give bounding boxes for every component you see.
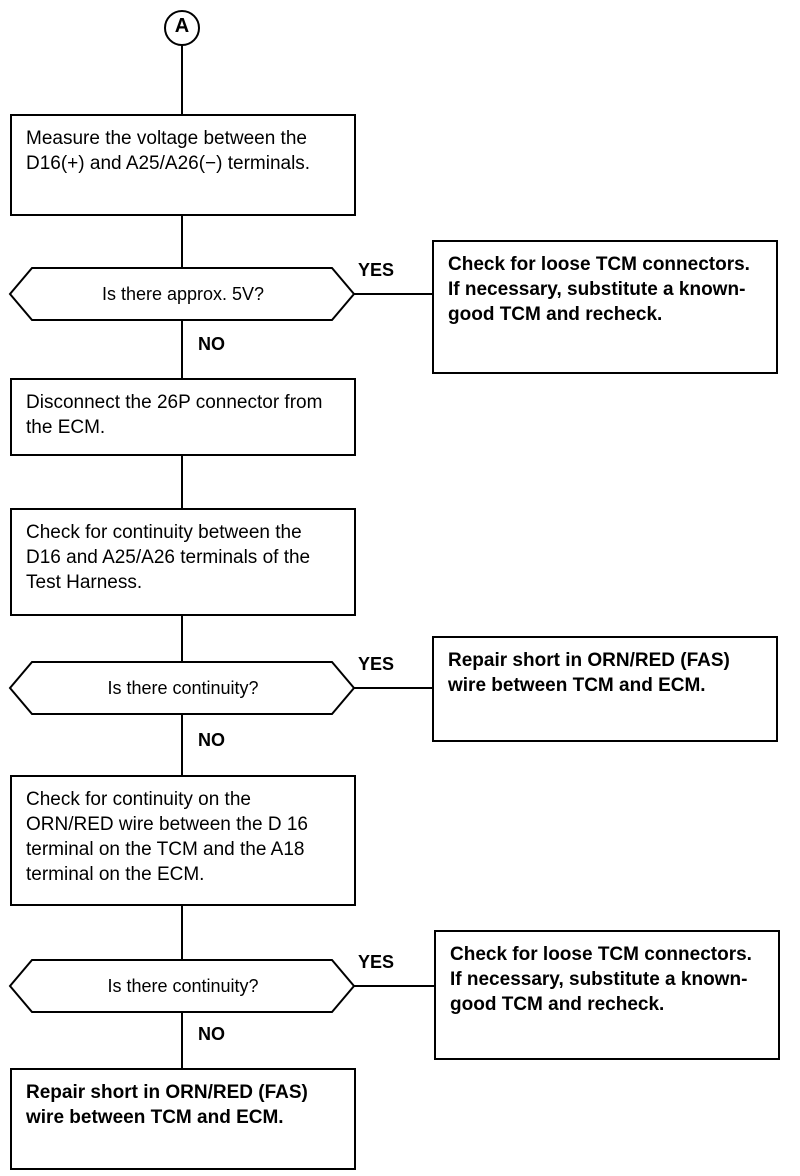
decision-question: Is there continuity? [107,976,259,996]
yes-label: YES [358,952,395,972]
yes-action-check-connectors: Check for loose TCM connectors. If neces… [432,240,778,374]
yes-action-check-connectors: Check for loose TCM connectors. If neces… [434,930,780,1060]
decision-shape [8,267,356,321]
decision-question: Is there approx. 5V? [101,284,265,304]
start-connector-label: A [174,15,190,37]
decision-shape [8,661,356,715]
yes-label: YES [358,260,395,280]
step-check-continuity-harness: Check for continuity between the D16 and… [10,508,356,616]
no-label: NO [198,730,225,750]
decision-question: Is there continuity? [107,678,259,698]
yes-label: YES [358,654,395,674]
step-check-continuity-wire: Check for continuity on the ORN/RED wire… [10,775,356,906]
step-disconnect-connector: Disconnect the 26P connector from the EC… [10,378,356,456]
step-repair-short-final: Repair short in ORN/RED (FAS) wire betwe… [10,1068,356,1170]
yes-action-repair-short: Repair short in ORN/RED (FAS) wire betwe… [432,636,778,742]
no-label: NO [198,334,225,354]
decision-shape [8,959,356,1013]
step-measure-voltage: Measure the voltage between the D16(+) a… [10,114,356,216]
no-label: NO [198,1024,225,1044]
